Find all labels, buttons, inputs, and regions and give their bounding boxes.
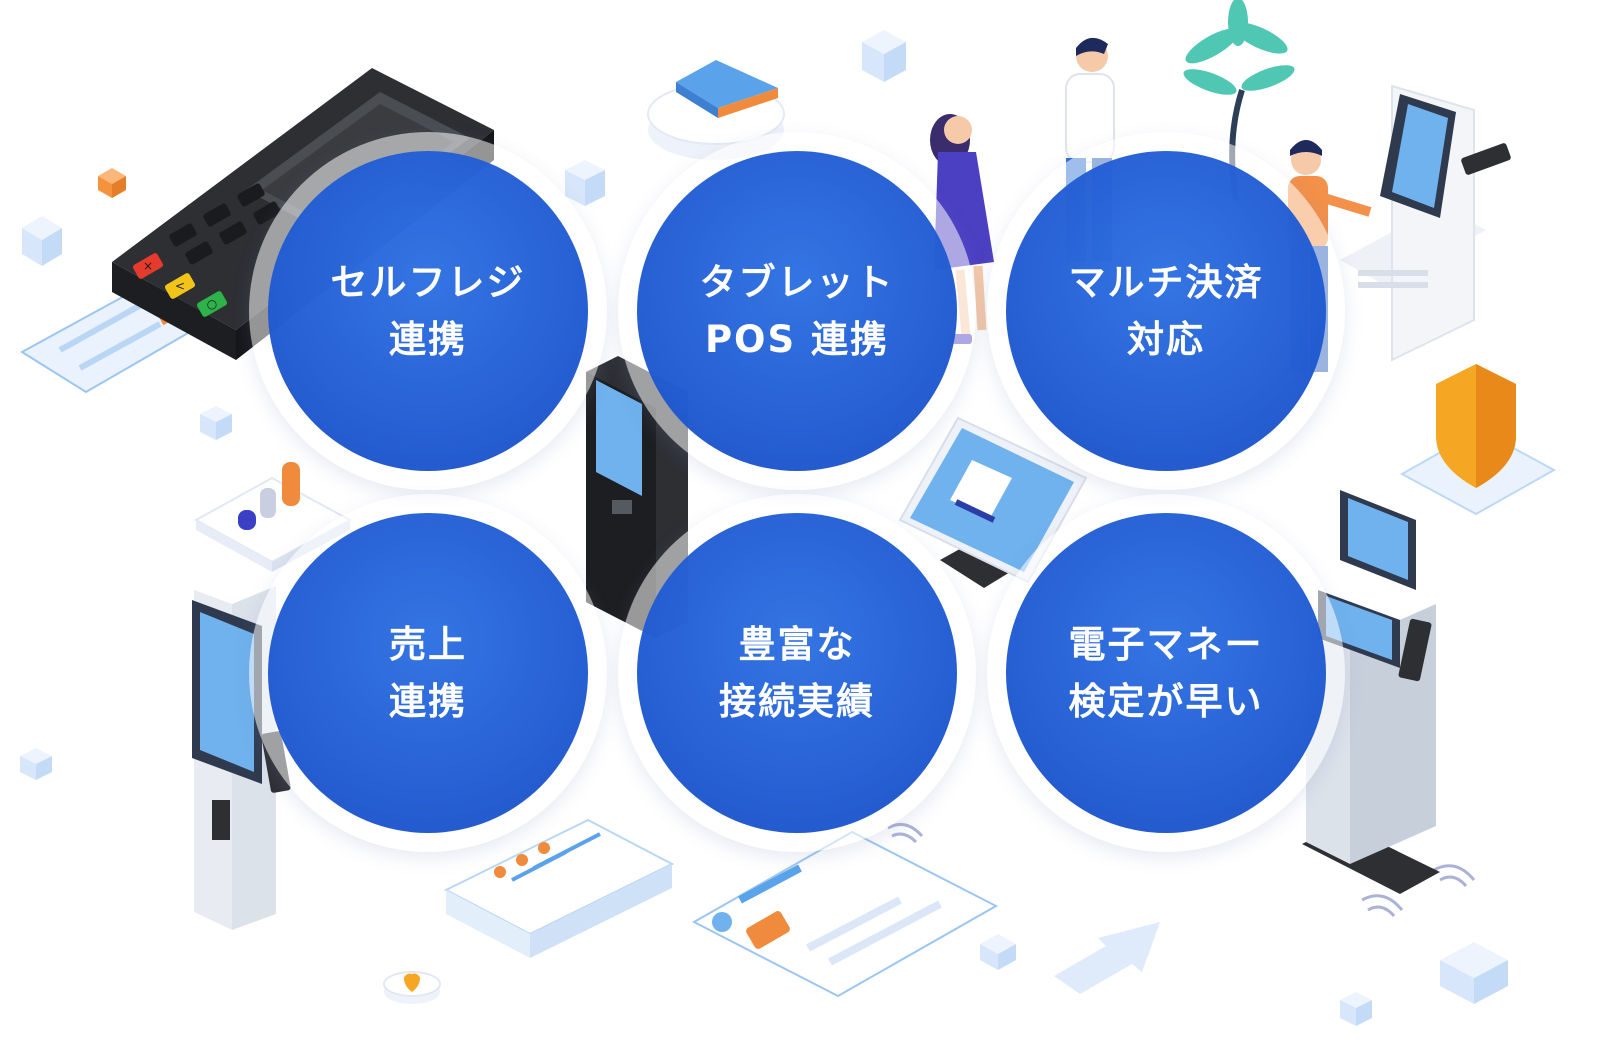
feature-label-line2: 対応 bbox=[1127, 318, 1205, 361]
feature-disc: 電子マネー 検定が早い bbox=[1006, 513, 1326, 833]
floating-cube bbox=[565, 160, 605, 206]
feature-circle-multi-payment: マルチ決済 対応 bbox=[987, 132, 1345, 490]
feature-disc: マルチ決済 対応 bbox=[1006, 151, 1326, 471]
feature-disc: セルフレジ 連携 bbox=[268, 151, 588, 471]
feature-label-line1: 電子マネー bbox=[1068, 623, 1264, 666]
feature-circle-emoney-certification: 電子マネー 検定が早い bbox=[987, 494, 1345, 852]
tablet-pos-stand bbox=[898, 416, 1088, 588]
feature-label-line2: 検定が早い bbox=[1068, 680, 1264, 723]
feature-label-line1: タブレット bbox=[699, 261, 895, 304]
heart-pin bbox=[383, 971, 441, 1004]
feature-label-line2: POS 連携 bbox=[704, 318, 890, 361]
shield-security bbox=[1399, 364, 1557, 516]
feature-label-line1: 売上 bbox=[389, 623, 467, 666]
feature-label-line2: 連携 bbox=[389, 318, 467, 361]
receipt-list-card bbox=[443, 818, 675, 958]
feature-circle-tablet-pos: タブレット POS 連携 bbox=[618, 132, 976, 490]
contactless-icon bbox=[887, 822, 1476, 918]
floating-cube bbox=[98, 168, 126, 198]
floating-cube bbox=[200, 406, 232, 440]
feature-label-line2: 接続実績 bbox=[719, 680, 875, 723]
terminal-key-label: × bbox=[143, 259, 153, 273]
self-service-kiosk-top-right bbox=[1340, 84, 1511, 362]
floating-cube bbox=[862, 30, 906, 82]
pie-chart-platform bbox=[647, 60, 785, 160]
feature-label-line2: 連携 bbox=[389, 680, 467, 723]
floating-cube bbox=[22, 216, 62, 266]
feature-circle-connection-record: 豊富な 接続実績 bbox=[618, 494, 976, 852]
feature-circle-self-register: セルフレジ 連携 bbox=[249, 132, 607, 490]
floating-cube bbox=[1340, 992, 1372, 1026]
feature-label-line1: マルチ決済 bbox=[1068, 261, 1264, 304]
terminal-key-label: ○ bbox=[207, 297, 217, 311]
feature-label-line1: セルフレジ bbox=[330, 261, 526, 304]
terminal-key-label: < bbox=[175, 279, 185, 293]
feature-label-line1: 豊富な bbox=[738, 623, 856, 666]
arrow-up-right bbox=[1054, 922, 1160, 994]
feature-disc: 売上 連携 bbox=[268, 513, 588, 833]
feature-disc: タブレット POS 連携 bbox=[637, 151, 957, 471]
feature-disc: 豊富な 接続実績 bbox=[637, 513, 957, 833]
payment-card-bottom bbox=[691, 830, 999, 998]
feature-circle-sales-integration: 売上 連携 bbox=[249, 494, 607, 852]
floating-cube bbox=[20, 748, 52, 780]
floating-cube bbox=[1440, 942, 1508, 1004]
floating-cube bbox=[980, 934, 1016, 970]
